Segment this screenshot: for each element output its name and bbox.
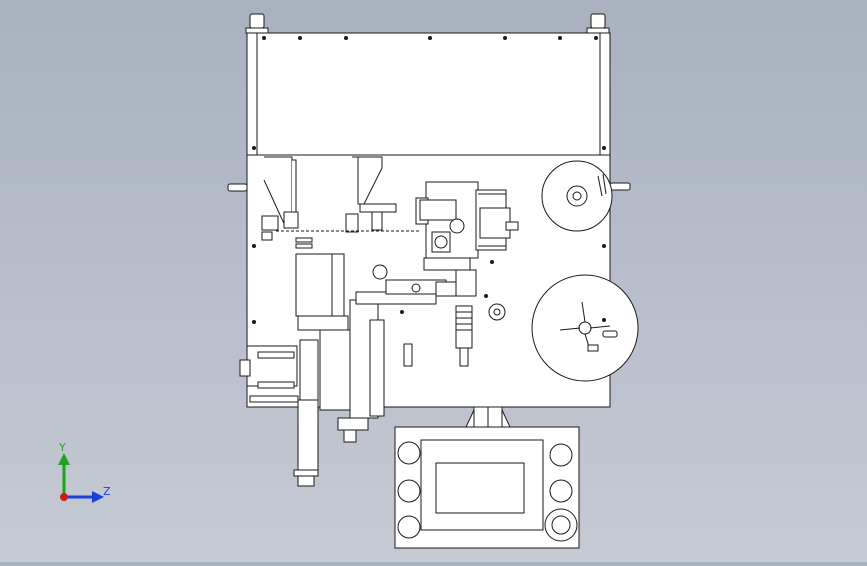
y-arrow-head bbox=[58, 453, 70, 465]
control-panel bbox=[394, 426, 580, 549]
adjust-screw bbox=[455, 305, 473, 367]
lower-reel bbox=[531, 274, 639, 382]
side-handle-right bbox=[609, 182, 631, 191]
left-hopper bbox=[261, 156, 299, 241]
left-bracket bbox=[239, 345, 299, 403]
plate-screws bbox=[252, 36, 606, 324]
side-handle-left bbox=[227, 183, 248, 192]
upper-reel bbox=[541, 160, 613, 232]
pneumatic-cylinder-assembly bbox=[293, 253, 385, 487]
right-hopper bbox=[345, 156, 397, 233]
center-slide-unit bbox=[415, 181, 519, 271]
x-axis-dot bbox=[60, 493, 68, 501]
guide-rail bbox=[276, 230, 420, 249]
z-arrow-head bbox=[92, 491, 104, 503]
coordinate-triad bbox=[58, 453, 104, 503]
upper-cabinet bbox=[246, 32, 611, 156]
top-knob-right bbox=[586, 13, 610, 34]
support-column bbox=[465, 406, 511, 428]
z-axis-label: Z bbox=[103, 485, 111, 498]
top-knob-left bbox=[245, 13, 269, 34]
linkage-arm bbox=[355, 264, 477, 305]
roller-small bbox=[488, 303, 506, 321]
indicator-pin bbox=[403, 343, 413, 367]
y-axis-label: Y bbox=[59, 441, 66, 454]
